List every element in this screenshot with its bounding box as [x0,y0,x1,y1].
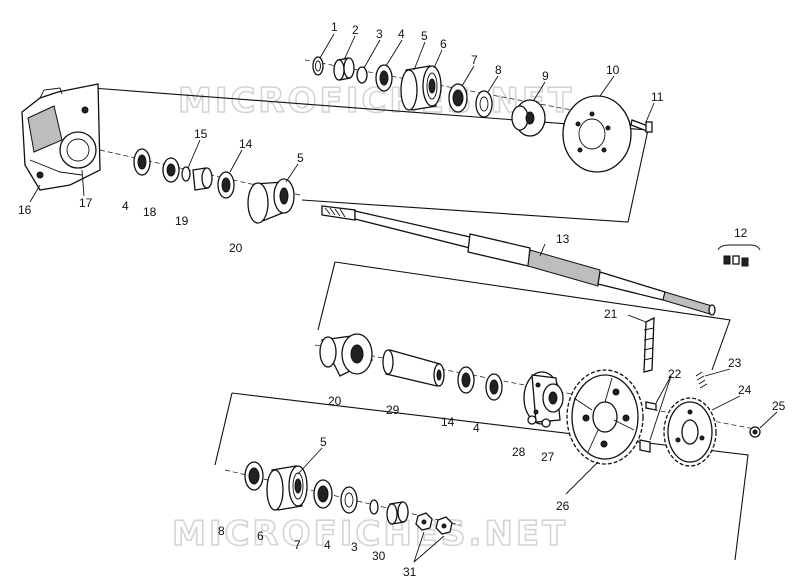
part-3-o-ring-bottom [369,499,379,515]
callout-10: 10 [606,63,620,77]
part-24-sprocket [663,397,717,467]
callout-1: 1 [331,20,338,34]
callout-25: 25 [772,399,786,413]
part-15-o-ring [181,166,191,182]
part-14-seal-left [217,171,235,199]
part-28-bolt [527,415,551,428]
callout-22: 22 [668,367,682,381]
callout-4-left: 4 [122,199,129,213]
lower-assembly-frame [317,261,731,371]
leader-lines [29,33,778,563]
callout-5: 5 [421,29,428,43]
callout-30: 30 [372,549,386,563]
part-20-eccentric-left [247,178,295,224]
callout-23: 23 [728,356,742,370]
part-7-bearing-bottom [313,479,333,509]
part-4-seal-right [485,373,503,401]
callout-28: 28 [512,445,526,459]
part-14-seal-right [457,366,475,394]
part-27-sprocket-hub [523,371,564,425]
callout-11: 11 [651,90,664,104]
callout-16: 16 [18,203,32,217]
part-2-spacer [333,57,355,81]
callout-14-right: 14 [441,415,455,429]
part-26-drive-sprocket [566,369,644,465]
callout-6-bottom: 6 [257,529,264,543]
part-21-pin [643,316,655,373]
callout-29: 29 [386,403,400,417]
callout-5-left: 5 [297,151,304,165]
callout-19: 19 [175,214,189,228]
callout-6: 6 [440,37,447,51]
part-18-bearing [162,157,180,183]
callout-31: 31 [403,565,417,579]
part-20-eccentric-right [319,333,374,377]
bottom-assembly-frame [214,392,749,561]
callout-9: 9 [542,69,549,83]
callout-labels: 1 2 3 4 5 6 7 8 9 10 11 12 13 14 15 4 18… [18,20,786,579]
part-13-rear-axle [321,205,716,316]
callout-15: 15 [194,127,208,141]
callout-3-bottom: 3 [351,540,358,554]
callout-26: 26 [556,499,570,513]
part-10-brake-disc [562,95,632,173]
callout-8: 8 [495,63,502,77]
callout-20-right: 20 [328,394,342,408]
watermark-top: MICROFICHES.NET [178,81,574,121]
part-6-bearing-housing-bottom [266,465,308,511]
part-1-snap-ring [312,56,324,76]
part-12-pin-set [717,244,761,267]
part-4-seal-left [133,148,151,176]
callout-27: 27 [541,450,555,464]
callout-14: 14 [239,137,253,151]
callout-4-bottom: 4 [324,538,331,552]
part-22-dowel-pins [639,401,657,453]
part-4-seal-bottom [340,486,358,514]
part-4-seal [375,64,393,92]
callout-7: 7 [471,53,478,67]
callout-18: 18 [143,205,157,219]
brake-caliper [21,83,101,191]
callout-8-bottom: 8 [218,524,225,538]
watermark-bottom: MICROFICHES.NET [172,514,568,554]
part-11-bolt [630,119,653,133]
callout-17: 17 [79,196,93,210]
callout-7-bottom: 7 [294,538,301,552]
callout-4-right: 4 [473,421,480,435]
part-8-seal-bottom [244,461,264,491]
callout-2: 2 [352,23,359,37]
part-8-seal [475,90,493,118]
callout-13: 13 [556,232,570,246]
part-25-nut [749,426,761,438]
part-7-bearing [448,83,468,113]
part-23-spring [695,371,708,389]
callout-3: 3 [376,27,383,41]
callout-20: 20 [229,241,243,255]
part-29-spacer-tube [382,349,445,387]
part-6-bearing-housing [400,65,442,111]
part-30-spacer-bottom [386,501,409,525]
part-31-axle-nuts [415,512,453,535]
callout-12: 12 [734,226,748,240]
callout-24: 24 [738,383,752,397]
part-3-o-ring [356,66,368,84]
part-9-brake-hub [511,99,546,137]
callout-21: 21 [604,307,618,321]
part-19-spacer [192,167,213,191]
callout-5-bottom: 5 [320,435,327,449]
callout-4: 4 [398,27,405,41]
